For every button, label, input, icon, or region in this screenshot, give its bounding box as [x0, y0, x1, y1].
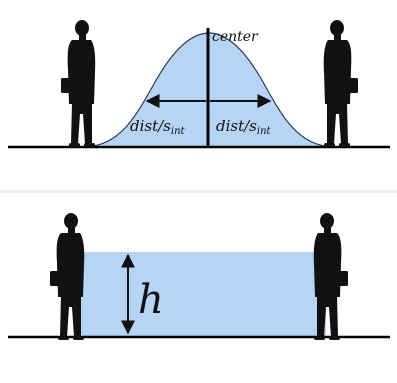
gaussian-panel: center dist/sint dist/sint	[0, 0, 397, 190]
uniform-height-panel: h	[0, 193, 397, 383]
person-right-bottom	[313, 213, 348, 340]
height-region	[76, 252, 326, 337]
right-dist-label: dist/sint	[216, 117, 272, 137]
left-dist-label: dist/sint	[130, 117, 186, 137]
person-left-bottom	[50, 213, 85, 340]
center-label: center	[212, 29, 259, 45]
gaussian-diagram: center dist/sint dist/sint	[8, 20, 390, 149]
height-label: h	[138, 277, 164, 323]
person-left-top	[61, 20, 96, 147]
panel-divider	[0, 190, 397, 193]
person-right-top	[323, 20, 358, 147]
uniform-height-diagram: h	[8, 213, 390, 340]
